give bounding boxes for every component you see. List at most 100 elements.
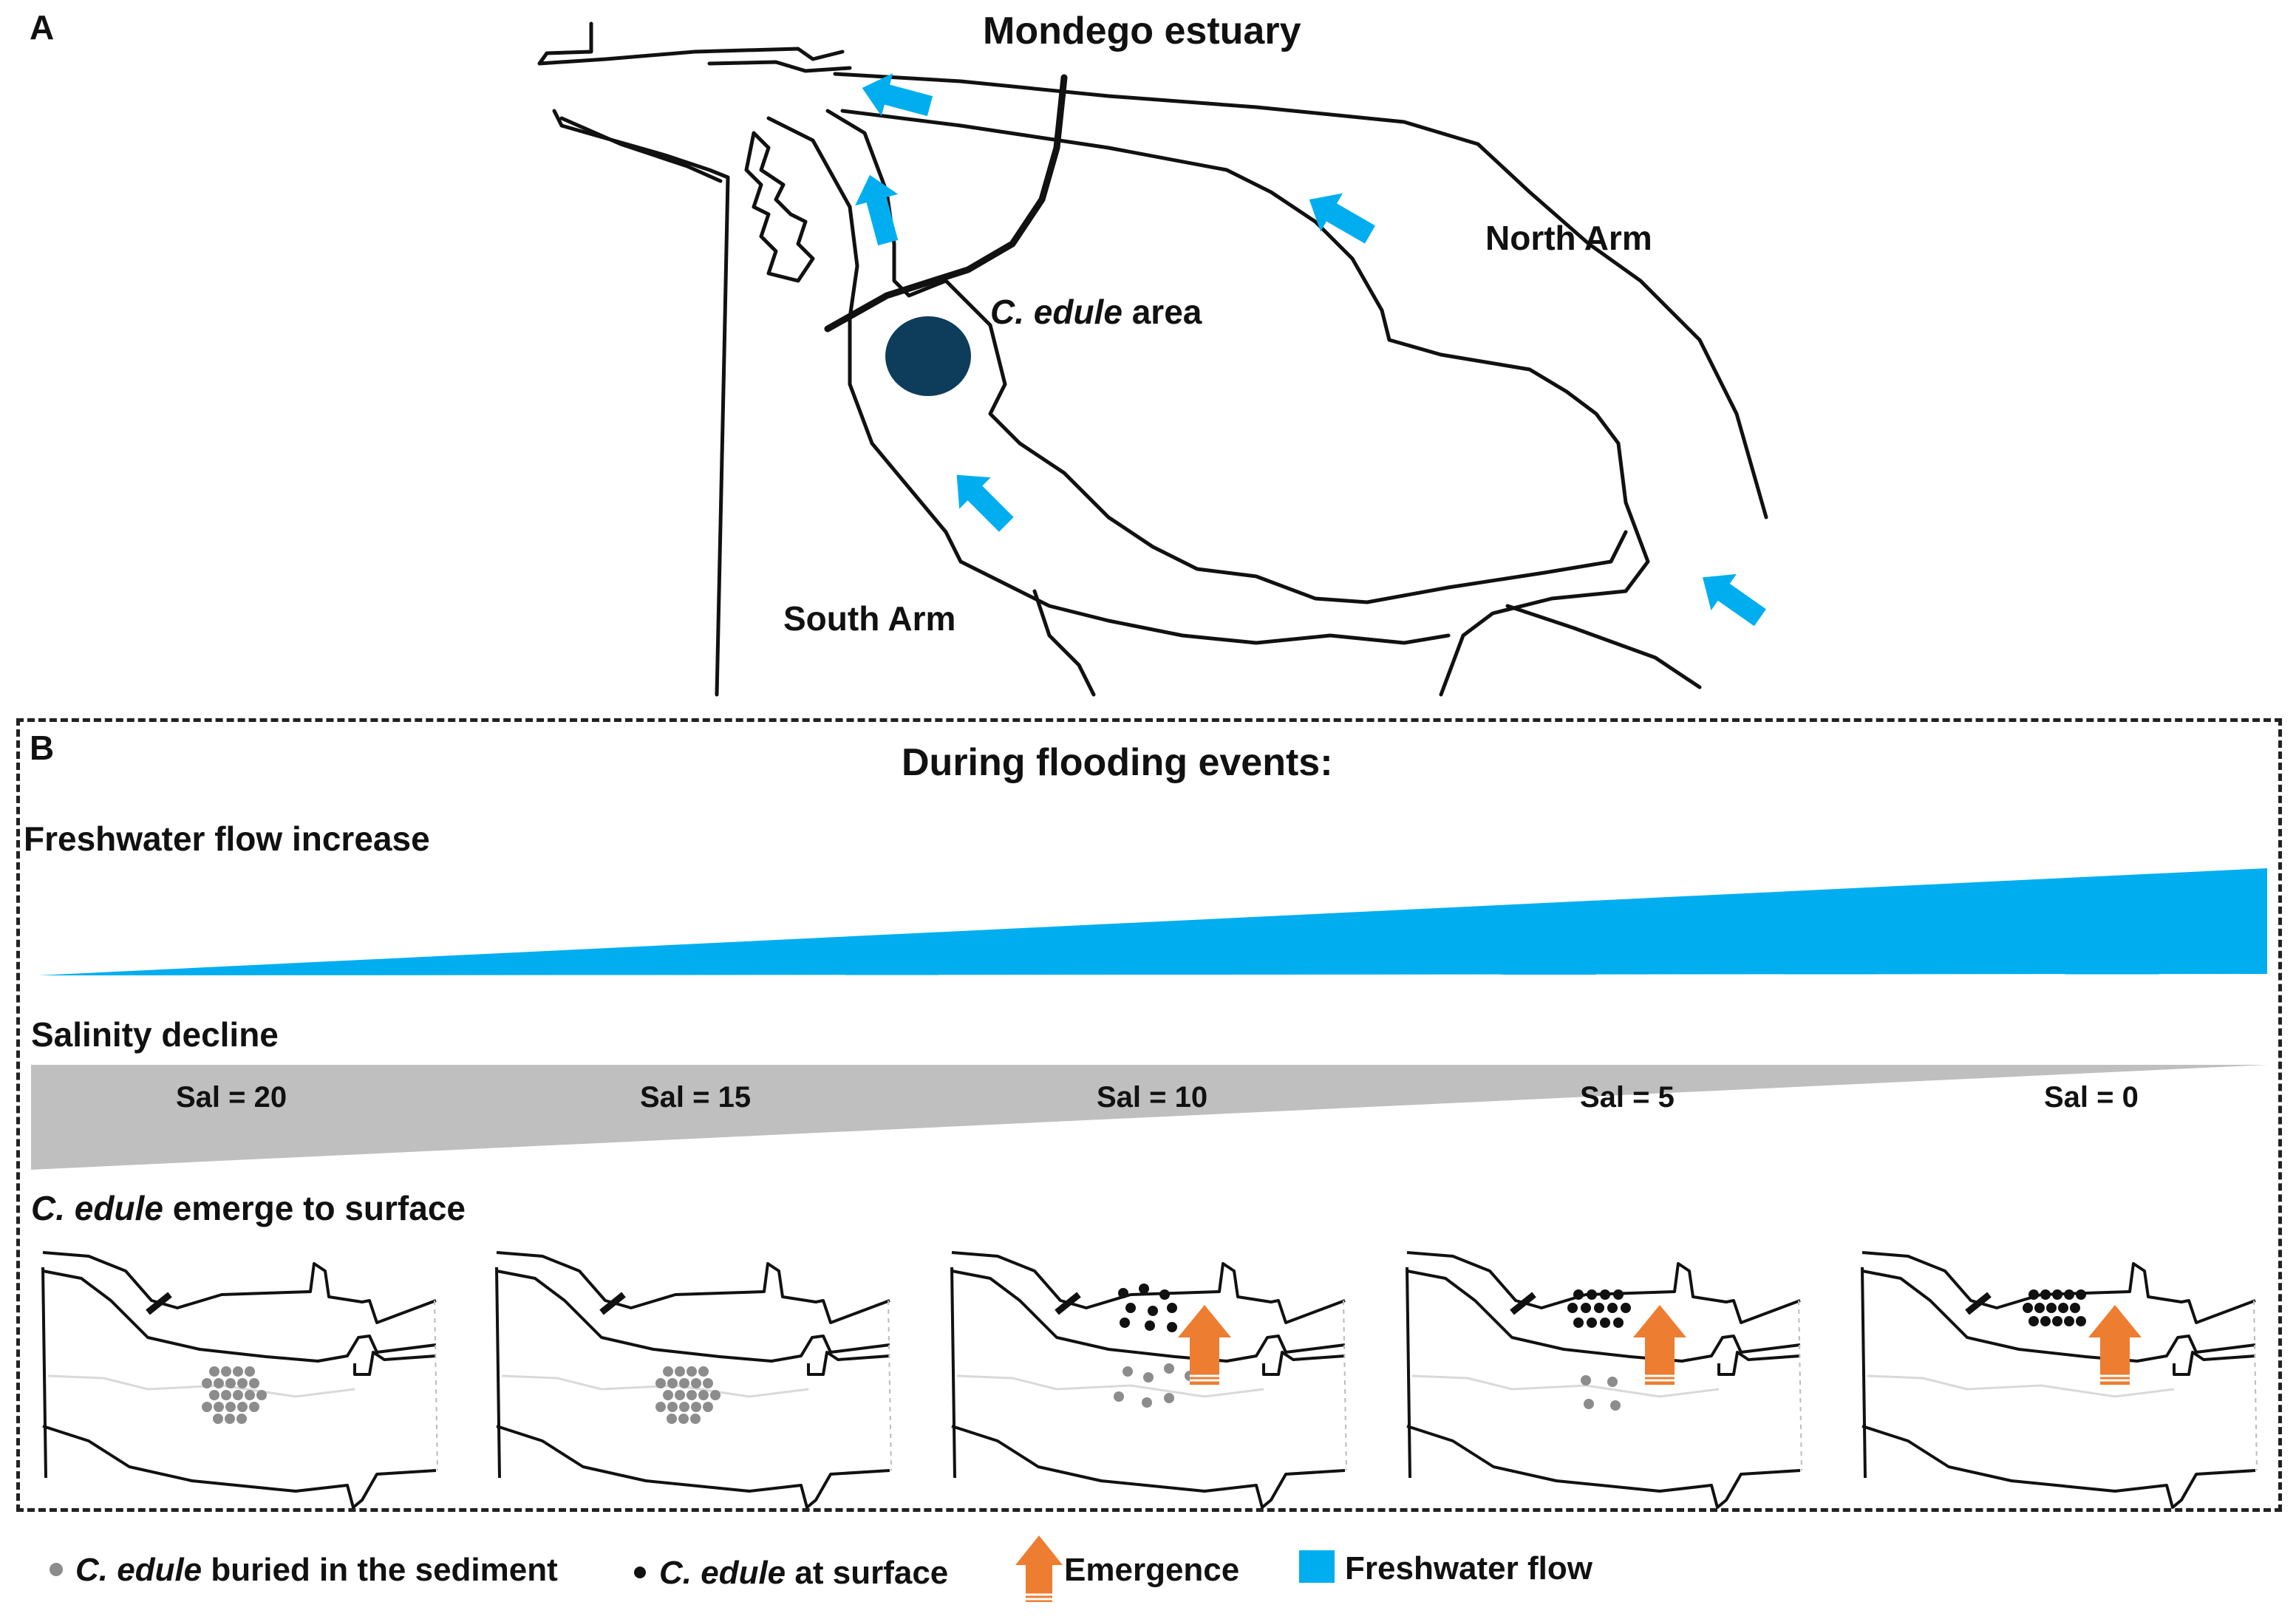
mini-map (1406, 1251, 1802, 1509)
surface-dot (1573, 1318, 1584, 1328)
mini-map (1861, 1251, 2258, 1509)
mini-coast-left (950, 1267, 956, 1479)
buried-dot (679, 1378, 689, 1388)
surface-dot (2076, 1289, 2086, 1300)
flow-arrows (855, 73, 1766, 627)
surface-dot (2052, 1316, 2062, 1326)
legend-emergence: Emergence (1064, 1552, 1240, 1588)
bridge-upper (824, 74, 1068, 333)
surface-dot (2040, 1289, 2051, 1300)
mini-light-channel (501, 1374, 809, 1398)
surface-dot (2076, 1316, 2086, 1326)
buried-dot (1123, 1366, 1133, 1377)
north-jetty (707, 60, 852, 73)
surface-dot (1167, 1322, 1177, 1332)
orange-up-arrow-icon (1178, 1305, 1231, 1385)
mini-edge (888, 1300, 892, 1471)
buried-dot (225, 1378, 236, 1388)
buried-dot (237, 1402, 248, 1412)
mini-channel-upper (1861, 1269, 2256, 1363)
buried-dot (1143, 1372, 1154, 1383)
buried-dot (655, 1378, 666, 1388)
mini-coast-upper (42, 1251, 437, 1324)
buried-dot (675, 1366, 685, 1377)
blue-arrow-icon (1309, 193, 1375, 244)
surface-dot (1613, 1289, 1624, 1300)
surface-dot (1587, 1289, 1597, 1300)
mini-bank-right (2173, 1351, 2256, 1376)
buried-dot-icon (50, 1563, 63, 1576)
surface-dot (1613, 1318, 1624, 1328)
buried-dot (249, 1402, 259, 1412)
mini-coast-upper (1406, 1251, 1801, 1324)
buried-dot (213, 1414, 223, 1424)
mini-channel-upper (42, 1269, 437, 1363)
buried-dot (698, 1366, 709, 1377)
surface-dot (2040, 1316, 2051, 1326)
buried-dot (202, 1378, 212, 1388)
flow-wedge (38, 868, 2267, 975)
mini-coast-left (1406, 1267, 1411, 1479)
mini-bridge (599, 1292, 626, 1315)
mini-coast-lower (42, 1425, 437, 1509)
buried-dot (1164, 1393, 1174, 1403)
surface-dot (1594, 1303, 1604, 1313)
panel-b-frame (16, 718, 2282, 1512)
buried-dot (679, 1402, 689, 1412)
harbour-docks (744, 131, 815, 283)
legend-buried-species: C. edule (75, 1552, 202, 1588)
mini-coast-upper (1861, 1251, 2256, 1324)
surface-dot (2064, 1289, 2074, 1300)
buried-dot (202, 1402, 212, 1412)
buried-dot (214, 1378, 224, 1388)
south-arm-label: South Arm (783, 599, 956, 638)
salinity-step-10: Sal = 10 (1097, 1081, 1208, 1114)
estuary-map (537, 21, 1768, 697)
blue-arrow-icon (855, 174, 899, 246)
mini-bank-right (1262, 1351, 1346, 1376)
surface-dot (1587, 1318, 1597, 1328)
surface-dot (1167, 1303, 1177, 1313)
mini-light-channel (1411, 1374, 1720, 1398)
buried-dot (214, 1402, 224, 1412)
north-arm-lower-bank (840, 109, 1650, 697)
mini-bridge (1055, 1292, 1081, 1315)
buried-dot (221, 1390, 231, 1400)
mini-coast-left (1861, 1267, 1867, 1479)
north-arm-lower-east (1505, 604, 1702, 689)
surface-dot (1125, 1303, 1136, 1313)
cockle-area-ellipse (885, 316, 971, 396)
legend-buried-suffix: buried in the sediment (202, 1552, 558, 1588)
buried-dot (1610, 1400, 1621, 1411)
buried-dot (225, 1402, 236, 1412)
mini-light-channel (47, 1374, 355, 1398)
surface-dot (1567, 1303, 1578, 1313)
buried-dot (1164, 1363, 1174, 1374)
mini-bank-right (807, 1351, 890, 1376)
mini-map (950, 1251, 1347, 1509)
area-suffix: area (1122, 293, 1202, 331)
panel-a-title: Mondego estuary (983, 10, 1301, 52)
buried-dot (1584, 1399, 1594, 1409)
buried-dot (687, 1366, 697, 1377)
beach-outline-inner (559, 116, 723, 183)
buried-dot (1607, 1377, 1618, 1387)
mini-coast-lower (1861, 1425, 2256, 1509)
surface-dot (2046, 1303, 2057, 1313)
buried-dot (209, 1366, 219, 1377)
orange-up-arrow-icon (2088, 1305, 2142, 1385)
buried-dot (710, 1390, 721, 1400)
surface-dot (1120, 1318, 1130, 1328)
flow-increase-label: Freshwater flow increase (24, 819, 430, 858)
mini-channel-upper (1406, 1269, 1801, 1363)
south-arm-lower (958, 559, 1451, 645)
mini-bridge (1965, 1292, 1992, 1315)
mini-light-channel (1867, 1374, 2175, 1398)
buried-dot (655, 1402, 666, 1412)
buried-dot (663, 1366, 673, 1377)
salinity-decline-label: Salinity decline (31, 1015, 279, 1054)
buried-dot (1114, 1391, 1124, 1402)
buried-dot (1142, 1397, 1152, 1408)
mini-map (41, 1251, 438, 1509)
panel-a-letter: A (30, 8, 55, 47)
